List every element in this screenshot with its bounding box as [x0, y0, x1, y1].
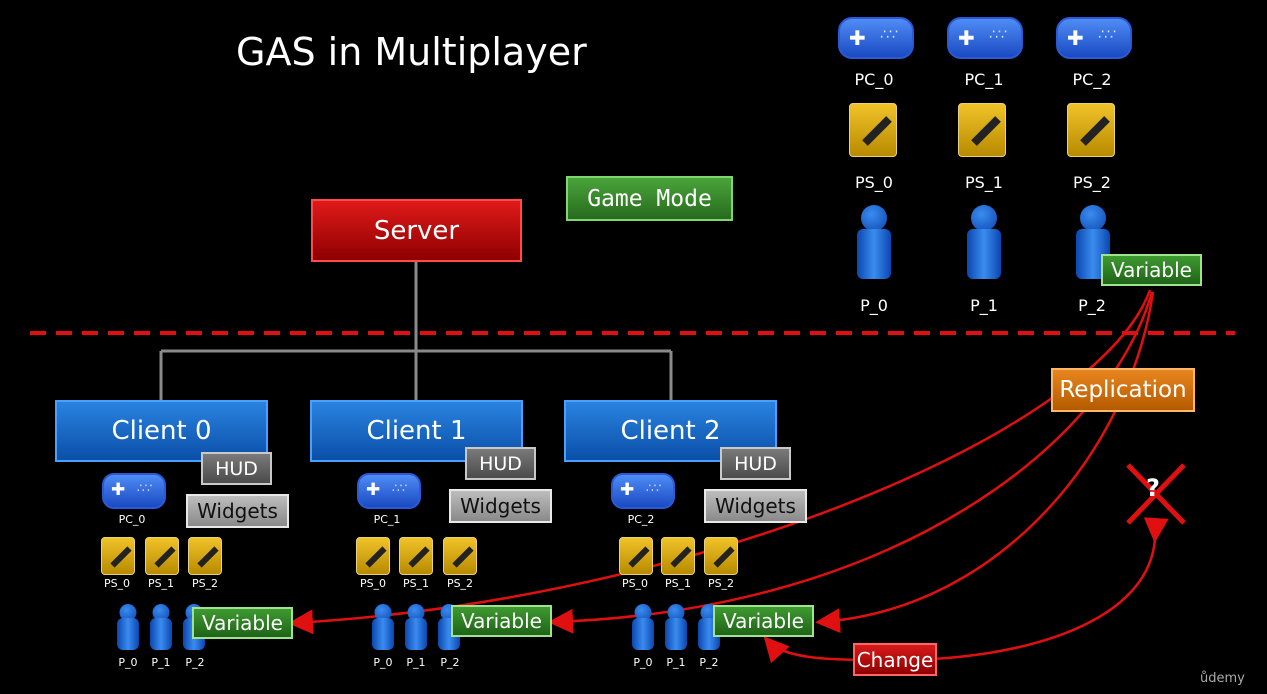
p-label: P_0	[633, 656, 653, 669]
pen-icon	[399, 537, 433, 575]
client-variable-box: Variable	[713, 605, 814, 637]
pawn-icon	[967, 205, 1001, 279]
pen-icon	[958, 103, 1006, 157]
pawn-icon	[150, 604, 172, 650]
server-variable-box: Variable	[1101, 254, 1202, 286]
pc-label: PC_0	[118, 513, 146, 526]
top-p-label: P_1	[970, 296, 998, 315]
page-title: GAS in Multiplayer	[236, 30, 587, 74]
pen-icon	[619, 537, 653, 575]
pen-icon	[101, 537, 135, 575]
controller-icon: ✚∴∵	[947, 17, 1023, 59]
pen-icon	[443, 537, 477, 575]
pc-label: PC_2	[627, 513, 655, 526]
pen-icon	[704, 537, 738, 575]
controller-icon: ✚∴∵	[357, 473, 421, 509]
ps-label: PS_1	[402, 577, 430, 590]
client-box: Client 0	[55, 400, 268, 462]
widgets-box: Widgets	[186, 494, 289, 528]
controller-icon: ✚∴∵	[838, 17, 914, 59]
pen-icon	[145, 537, 179, 575]
game-mode-box: Game Mode	[566, 176, 733, 221]
pawn-icon	[372, 604, 394, 650]
client-variable-box: Variable	[192, 607, 293, 639]
controller-icon: ✚∴∵	[611, 473, 675, 509]
controller-icon: ✚∴∵	[102, 473, 166, 509]
widgets-box: Widgets	[704, 489, 807, 523]
top-pc-label: PC_1	[964, 70, 1004, 89]
cross-icon	[1126, 463, 1186, 525]
pen-icon	[849, 103, 897, 157]
ps-label: PS_1	[664, 577, 692, 590]
pawn-icon	[117, 604, 139, 650]
p-label: P_0	[118, 656, 138, 669]
pawn-icon	[632, 604, 654, 650]
top-ps-label: PS_0	[855, 173, 893, 192]
ps-label: PS_0	[621, 577, 649, 590]
pawn-icon	[405, 604, 427, 650]
top-pc-label: PC_2	[1072, 70, 1112, 89]
p-label: P_1	[666, 656, 686, 669]
pen-icon	[188, 537, 222, 575]
replication-arrow-client2	[815, 291, 1155, 634]
hud-box: HUD	[201, 452, 272, 485]
pen-icon	[661, 537, 695, 575]
hud-box: HUD	[465, 447, 536, 480]
top-p-label: P_2	[1078, 296, 1106, 315]
question-mark: ?	[1146, 474, 1160, 502]
change-arrow	[763, 517, 1169, 664]
replication-arrow-client0	[288, 289, 1152, 635]
ps-label: PS_0	[359, 577, 387, 590]
server-box: Server	[311, 199, 522, 262]
hud-box: HUD	[720, 447, 791, 480]
replication-arrow-client1	[548, 291, 1154, 634]
top-p-label: P_0	[860, 296, 888, 315]
pawn-icon	[665, 604, 687, 650]
p-label: P_2	[699, 656, 719, 669]
pc-label: PC_1	[373, 513, 401, 526]
controller-icon: ✚∴∵	[1056, 17, 1132, 59]
watermark: ůdemy	[1200, 671, 1245, 686]
change-box: Change	[853, 643, 937, 676]
pen-icon	[356, 537, 390, 575]
client-variable-box: Variable	[451, 605, 552, 637]
top-pc-label: PC_0	[854, 70, 894, 89]
ps-label: PS_1	[147, 577, 175, 590]
ps-label: PS_0	[103, 577, 131, 590]
p-label: P_1	[406, 656, 426, 669]
p-label: P_0	[373, 656, 393, 669]
ps-label: PS_2	[446, 577, 474, 590]
pawn-icon	[857, 205, 891, 279]
ps-label: PS_2	[707, 577, 735, 590]
replication-box: Replication	[1051, 368, 1195, 412]
top-ps-label: PS_1	[965, 173, 1003, 192]
widgets-box: Widgets	[449, 489, 552, 523]
p-label: P_2	[185, 656, 205, 669]
p-label: P_1	[151, 656, 171, 669]
top-ps-label: PS_2	[1073, 173, 1111, 192]
pen-icon	[1067, 103, 1115, 157]
p-label: P_2	[440, 656, 460, 669]
ps-label: PS_2	[191, 577, 219, 590]
